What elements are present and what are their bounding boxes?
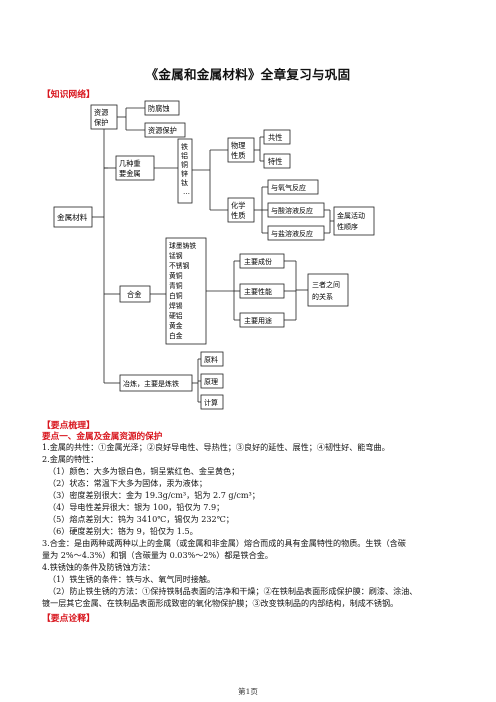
node-protect: 资源保护 (148, 126, 177, 135)
node-important-1: 几种重 (119, 159, 141, 168)
node-resources-1: 资源 (94, 108, 108, 117)
text-line: 1.金属的共性：①金属光泽；②良好导电性、导热性；③良好的延性、展性；④韧性好、… (42, 442, 390, 452)
text-line: （5）熔点差别大：钨为 3410℃，锡仅为 232℃； (48, 514, 234, 524)
node-root: 金属材料 (57, 212, 88, 222)
node-composition: 主要成份 (244, 257, 272, 266)
node-activity-1: 金属活动 (337, 211, 365, 220)
node-alloy: 合金 (127, 290, 141, 299)
node-chemical-1: 化学 (231, 201, 245, 210)
text-line: （4）导电性差异很大：银为 100，铅仅为 7.9； (48, 502, 225, 512)
page-number: 第1页 (238, 687, 258, 696)
node-smelting: 冶炼，主要是炼铁 (123, 379, 179, 388)
text-line: （1）铁生锈的条件：铁与水、氧气同时接触。 (48, 574, 216, 584)
text-line: （3）密度差别很大：金为 19.3g/cm³，铝为 2.7 g/cm³； (48, 490, 260, 500)
page-title: 《金属和金属材料》全章复习与巩固 (145, 67, 351, 82)
node-special: 特性 (268, 157, 282, 166)
text-line: 4.铁锈蚀的条件及防锈蚀方法： (42, 562, 155, 572)
node-use: 主要用途 (244, 316, 272, 325)
node-activity-2: 性顺序 (337, 222, 358, 231)
point-one-heading: 要点一、金属及金属资源的保护 (42, 432, 163, 442)
node-performance: 主要性能 (244, 287, 272, 296)
text-line: （6）硬度差别大：铬为 9，铅仅为 1.5。 (48, 526, 198, 536)
node-raw: 原料 (204, 355, 218, 364)
text-line: （2）防止铁生锈的方法：①保持铁制品表面的洁净和干燥；②在铁制品表面形成保护膜：… (48, 586, 418, 596)
node-salt: 与盐溶液反应 (271, 229, 313, 238)
node-corrosion: 防腐蚀 (148, 104, 170, 113)
text-line: （2）状态：常温下大多为固体，汞为液体； (48, 478, 207, 488)
text-line: （1）颜色：大多为银白色，铜呈紫红色、金呈黄色； (48, 466, 240, 476)
section-knowledge-network: 【知识网络】 (42, 90, 95, 100)
node-principle: 原理 (204, 378, 218, 386)
text-line: 镀一层其它金属、在铁制品表面形成致密的氧化物保护膜；③改变铁制品的内部结构，制成… (42, 598, 399, 608)
node-important-2: 要金属 (119, 169, 141, 178)
node-metals: 铁铝铜锌钛… (181, 142, 190, 196)
node-relation-1: 三者之间 (312, 280, 340, 289)
node-physical-2: 性质 (231, 151, 245, 160)
node-common: 共性 (268, 133, 282, 142)
node-resources-2: 保护 (94, 118, 108, 127)
node-acid: 与酸溶液反应 (271, 206, 313, 215)
node-relation-2: 的关系 (312, 292, 333, 301)
text-line: 3.合金：是由两种或两种以上的金属（或金属和非金属）熔合而成的具有金属特性的物质… (42, 538, 406, 548)
section-key-points: 【要点梳理】 (42, 421, 95, 431)
section-explanation: 【要点诠释】 (42, 614, 95, 624)
text-line: 量为 2%～4.3%）和钢（含碳量为 0.03%～2%）都是铁合金。 (42, 550, 273, 560)
node-chemical-2: 性质 (231, 211, 245, 220)
node-calc: 计算 (204, 398, 218, 407)
node-oxygen: 与氧气反应 (271, 183, 306, 192)
node-physical-1: 物理 (231, 141, 245, 150)
text-line: 2.金属的特性： (42, 454, 99, 464)
node-alloy-list: 球墨铸铁锰钢不锈钢黄铜青铜白铜焊锡硬铝黄金白金 (169, 241, 196, 340)
